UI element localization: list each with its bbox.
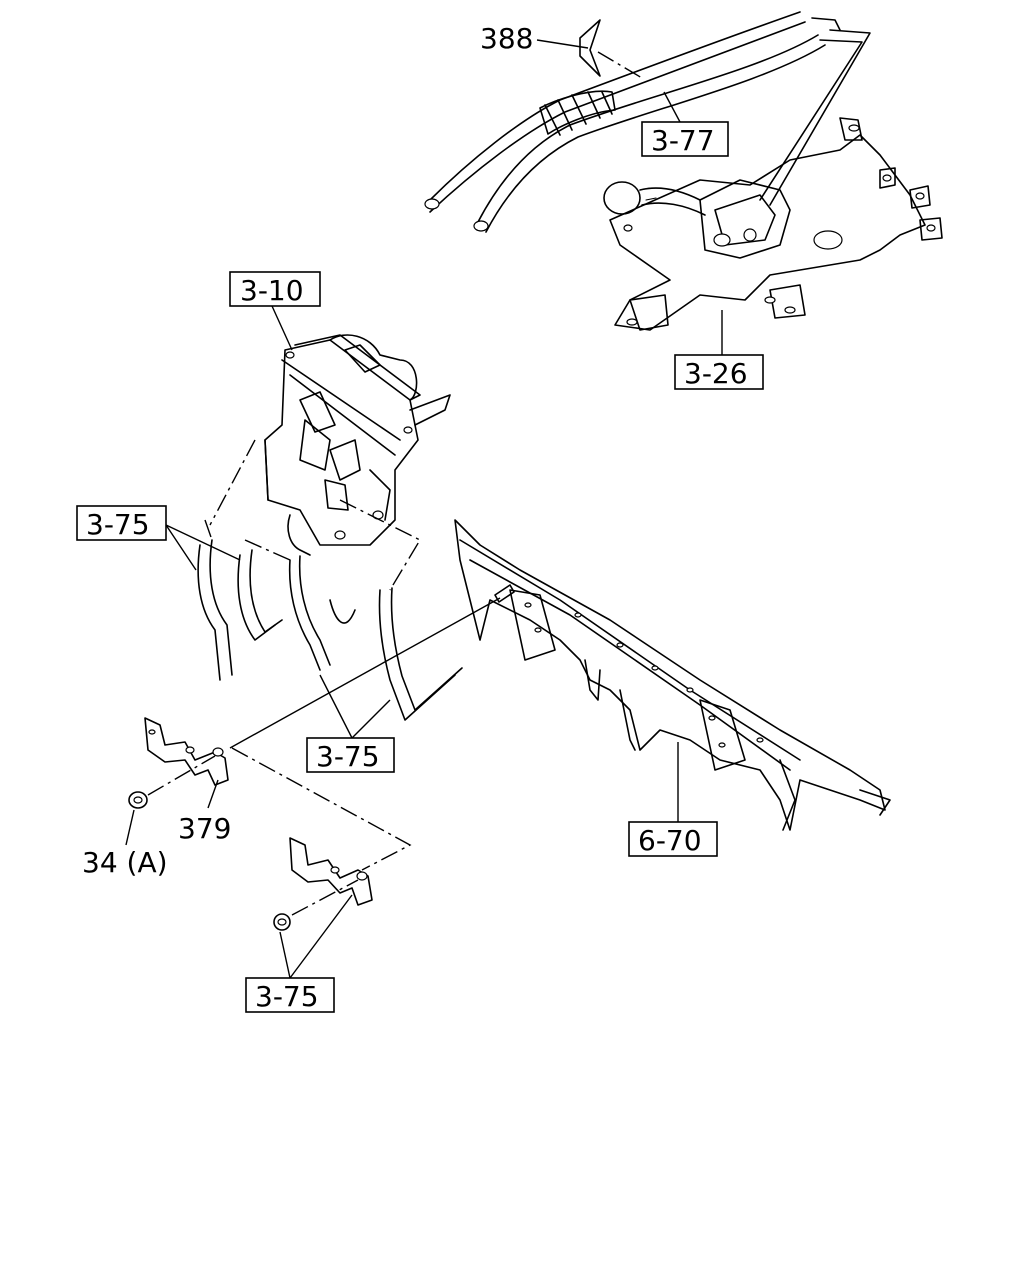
callout-6-70[interactable]: 6-70 [628, 821, 718, 857]
hose-assembly [424, 11, 871, 233]
callout-3-75-middle-text: 3-75 [316, 740, 380, 773]
callout-6-70-text: 6-70 [638, 824, 702, 857]
callout-3-75-left[interactable]: 3-75 [76, 505, 167, 541]
clip-388 [536, 19, 643, 79]
callout-3-75-left-text: 3-75 [86, 508, 150, 541]
valve-bracket [603, 117, 943, 331]
nut-34a [128, 755, 216, 809]
callout-34a-text: 34 (A) [82, 846, 168, 879]
callout-379[interactable]: 379 [178, 812, 231, 845]
callout-3-10[interactable]: 3-10 [229, 271, 321, 307]
callout-3-75-bottom[interactable]: 3-75 [245, 977, 335, 1013]
leader-lines [125, 91, 723, 979]
callout-3-77-text: 3-77 [651, 124, 715, 157]
control-module [264, 334, 451, 556]
bracket-379 [144, 717, 229, 786]
frame-crossmember [229, 519, 891, 831]
callout-34a[interactable]: 34 (A) [82, 846, 168, 879]
callout-3-75-middle[interactable]: 3-75 [306, 737, 395, 773]
callout-3-26-text: 3-26 [684, 357, 748, 390]
callout-388[interactable]: 388 [480, 22, 533, 55]
callout-3-77[interactable]: 3-77 [641, 121, 729, 157]
hose-group [197, 439, 463, 721]
callout-379-text: 379 [178, 812, 231, 845]
bracket-lower [231, 747, 412, 931]
callout-3-75-bottom-text: 3-75 [255, 980, 319, 1013]
callout-388-text: 388 [480, 22, 533, 55]
callout-3-10-text: 3-10 [240, 274, 304, 307]
callout-3-26[interactable]: 3-26 [674, 354, 764, 390]
